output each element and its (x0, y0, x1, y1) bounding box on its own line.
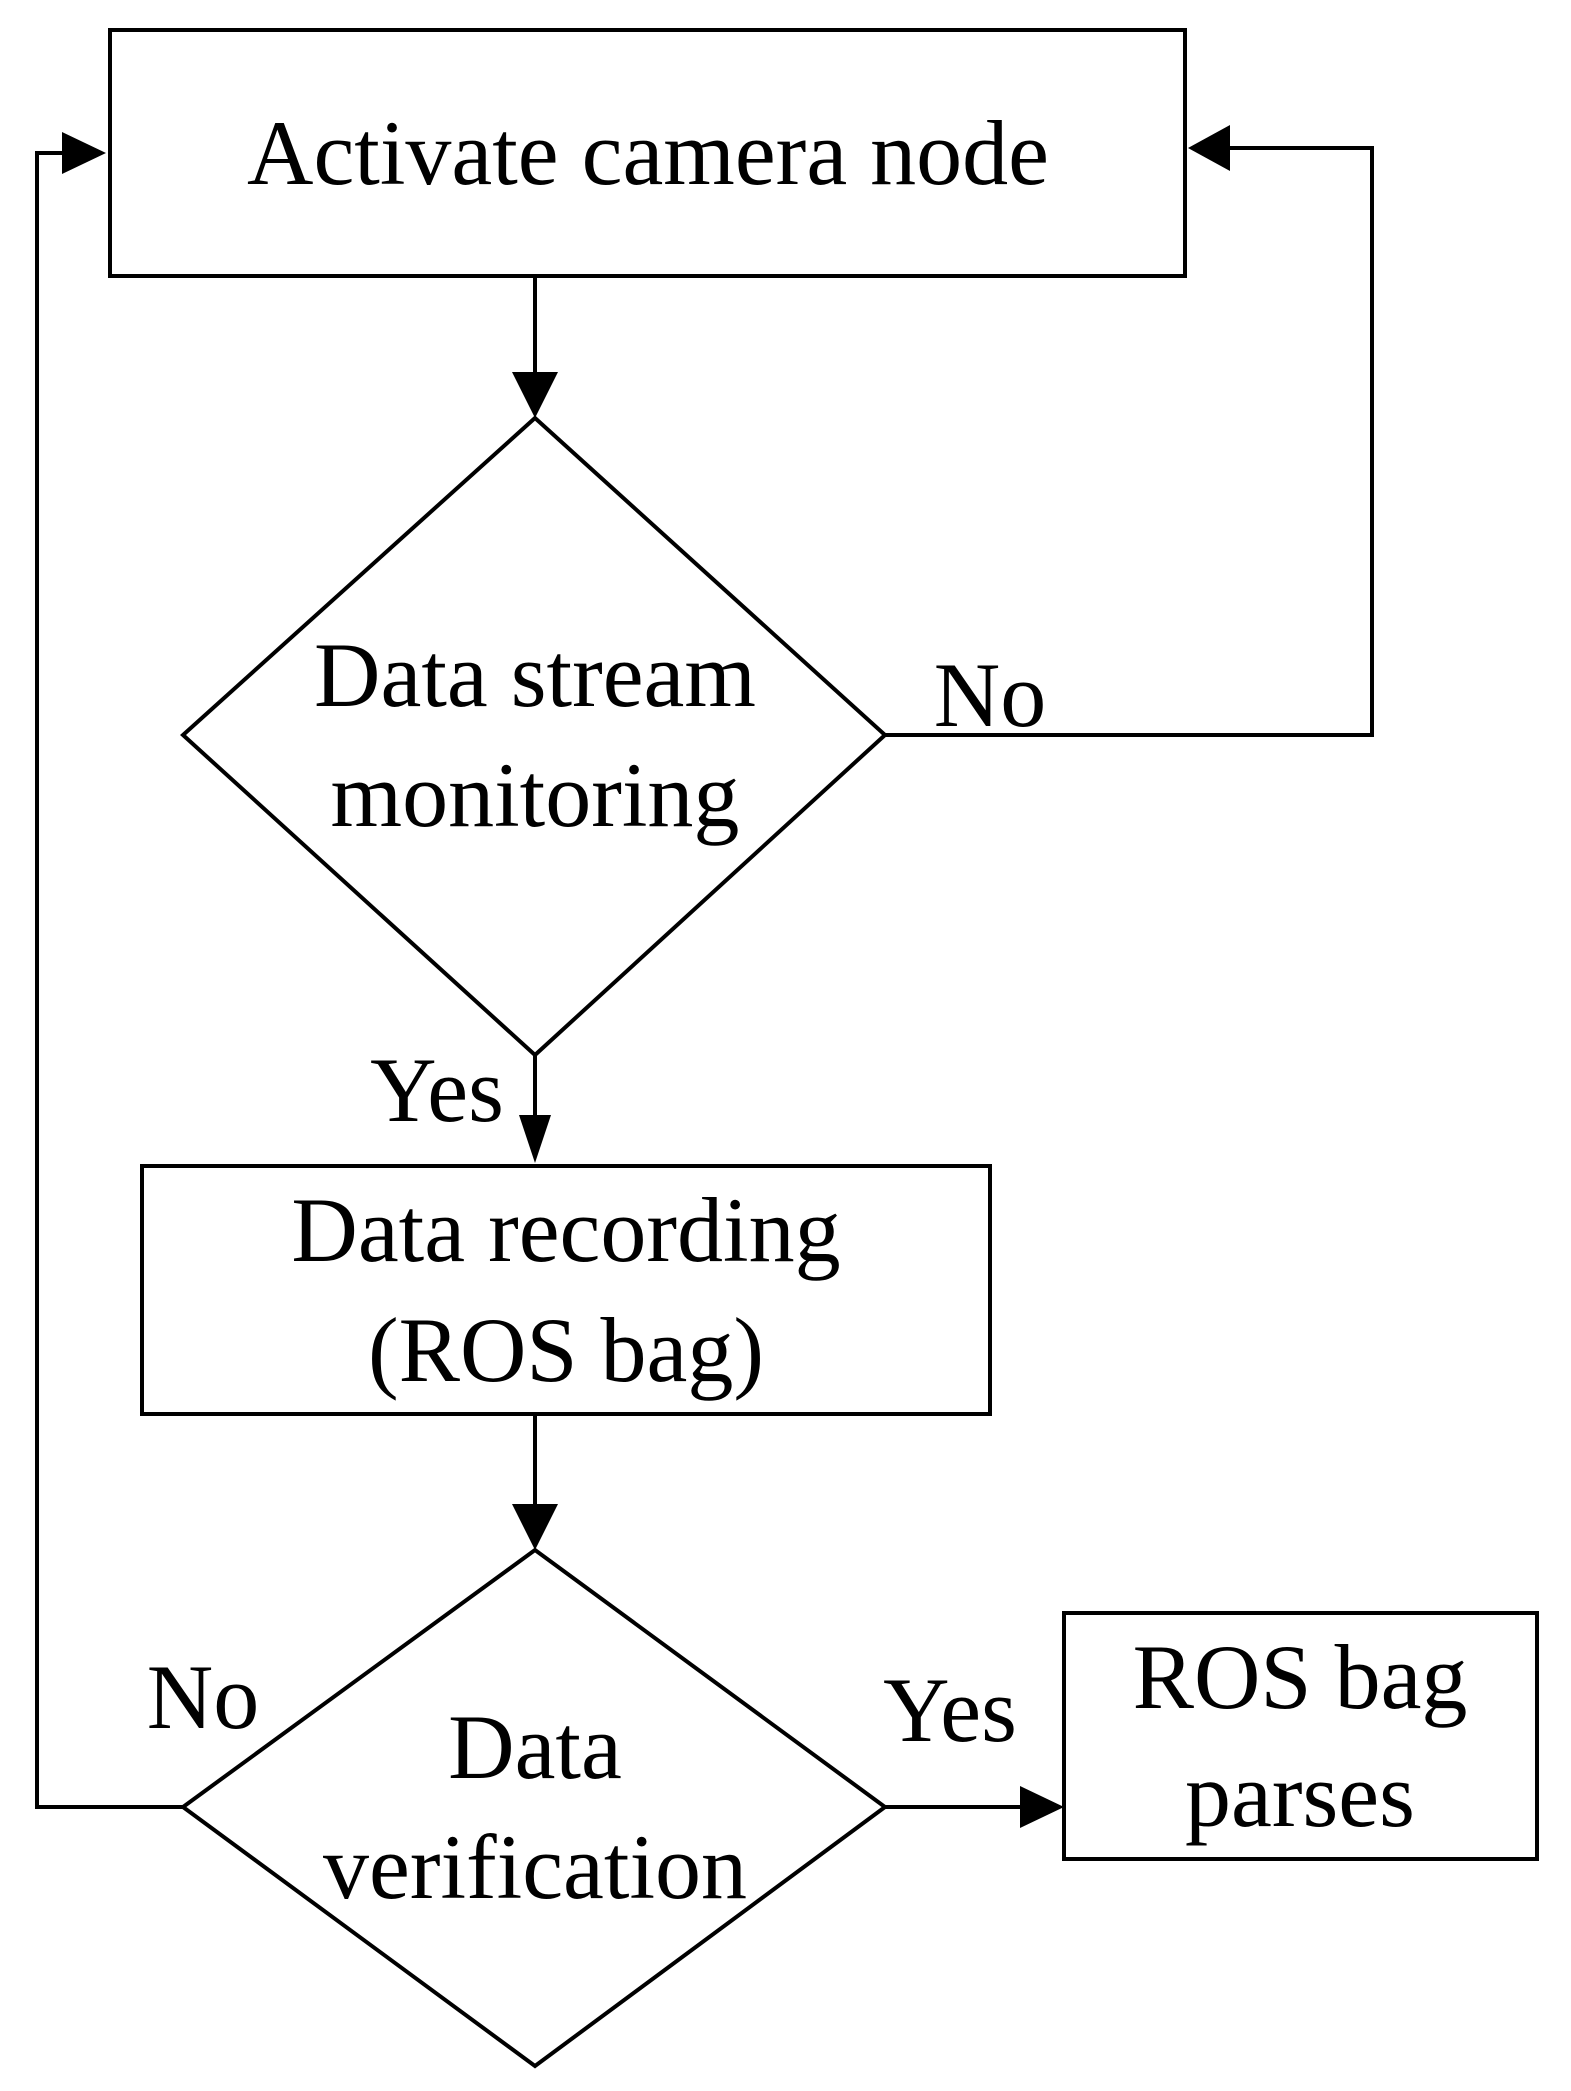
edge-monitor-yes (519, 1055, 551, 1163)
node-data-stream-monitoring-line2: monitoring (331, 744, 740, 846)
edge-activate-to-monitor (512, 276, 558, 418)
edge-label-verify-yes: Yes (883, 1659, 1017, 1761)
node-activate-camera-label: Activate camera node (247, 102, 1049, 204)
node-data-stream-monitoring: Data stream monitoring (180, 415, 888, 1058)
edge-label-monitor-yes: Yes (370, 1039, 504, 1141)
node-data-verification: Data verification (179, 1547, 889, 2069)
edge-label-verify-no: No (147, 1646, 259, 1748)
node-data-recording: Data recording (ROS bag) (140, 1164, 992, 1416)
arrowhead-icon (512, 372, 558, 418)
node-data-recording-line1: Data recording (291, 1179, 840, 1281)
arrowhead-icon (519, 1115, 551, 1163)
node-data-verification-line2: verification (323, 1816, 747, 1918)
arrowhead-icon (1188, 125, 1230, 171)
node-ros-bag-parses: ROS bag parses (1062, 1611, 1539, 1861)
node-data-stream-monitoring-line1: Data stream (314, 624, 756, 726)
arrowhead-icon (1020, 1786, 1064, 1828)
edge-monitor-no (885, 125, 1374, 737)
arrowhead-icon (512, 1504, 558, 1550)
arrowhead-icon (62, 132, 106, 174)
node-ros-bag-parses-line1: ROS bag (1133, 1626, 1468, 1728)
node-data-recording-line2: (ROS bag) (368, 1299, 764, 1401)
node-ros-bag-parses-line2: parses (1185, 1744, 1415, 1846)
node-activate-camera: Activate camera node (108, 28, 1187, 278)
edge-record-to-verify (512, 1414, 558, 1550)
edge-verify-yes (885, 1786, 1064, 1828)
node-data-verification-line1: Data (448, 1696, 622, 1798)
edge-label-monitor-no: No (934, 644, 1046, 746)
edge-verify-no (35, 132, 183, 1809)
